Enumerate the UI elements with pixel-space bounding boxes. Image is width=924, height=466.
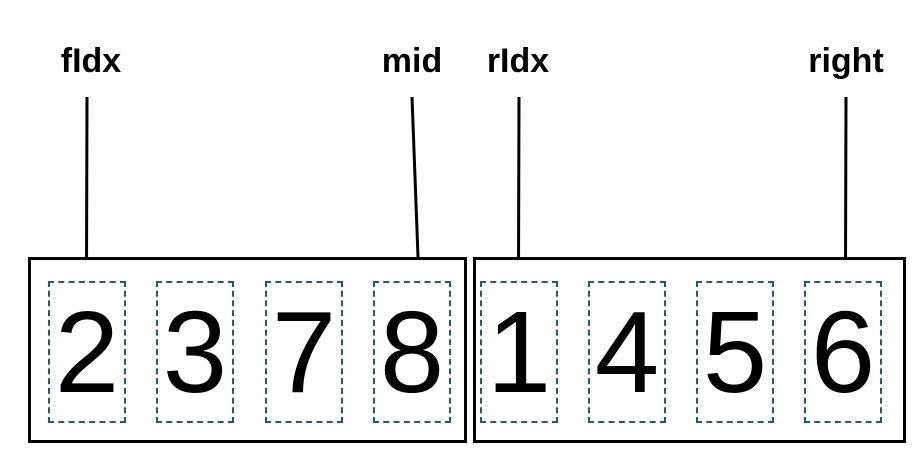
right-array-cell-3: 6 [804, 281, 882, 423]
pointer-label-mid: mid [381, 42, 443, 80]
right-array-cell-2: 5 [696, 281, 774, 423]
left-array-cell-0: 2 [48, 281, 126, 423]
cell-value: 2 [54, 287, 120, 417]
left-array-cell-1: 3 [156, 281, 234, 423]
cell-value: 5 [702, 287, 768, 417]
cell-value: 4 [594, 287, 660, 417]
left-array-cell-2: 7 [265, 281, 343, 423]
left-array-cell-3: 8 [373, 281, 451, 423]
pointer-label-fidx: fIdx [60, 42, 122, 80]
cell-value: 3 [162, 287, 228, 417]
ridx-arrow-icon [510, 96, 527, 283]
right-array-cell-1: 4 [588, 281, 666, 423]
pointer-label-ridx: rIdx [486, 42, 550, 80]
cell-value: 8 [379, 287, 445, 417]
pointer-label-right: right [808, 42, 884, 80]
right-arrow-icon [837, 96, 854, 283]
cell-value: 1 [486, 287, 552, 417]
left-array-box: 2 3 7 8 [28, 257, 467, 443]
right-array-box: 1 4 5 6 [473, 257, 906, 443]
cell-value: 7 [271, 287, 337, 417]
mid-arrow-icon [410, 96, 427, 283]
right-array-cell-0: 1 [480, 281, 558, 423]
fidx-arrow-icon [78, 96, 95, 283]
cell-value: 6 [810, 287, 876, 417]
